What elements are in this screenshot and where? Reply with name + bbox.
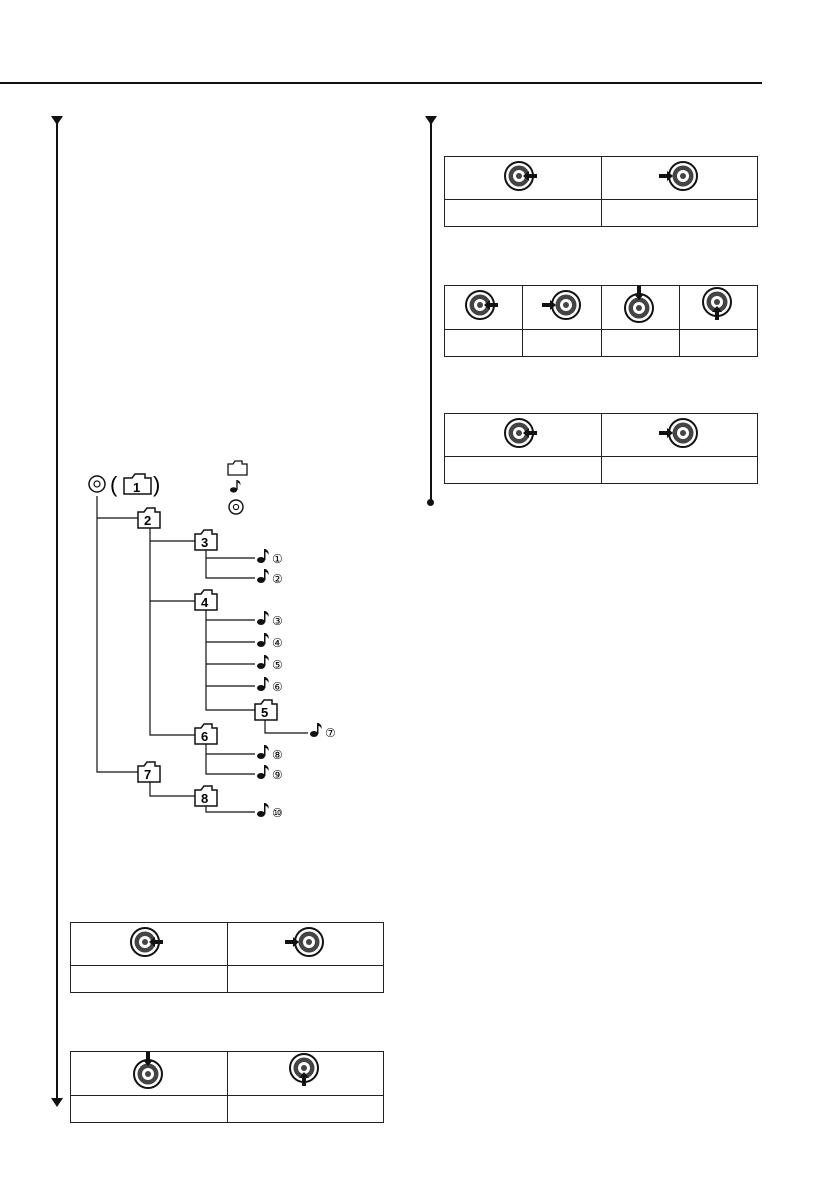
left1-label-0 bbox=[70, 965, 228, 993]
right-flow-line bbox=[430, 120, 432, 502]
right2-label-1 bbox=[522, 329, 602, 357]
right-control-table-2 bbox=[443, 285, 759, 357]
right3-label-1 bbox=[600, 456, 758, 484]
left-control-table-1 bbox=[70, 922, 384, 993]
folder-8-label: 8 bbox=[201, 791, 208, 806]
right1-cell-fwd bbox=[600, 156, 758, 200]
right-control-table-1 bbox=[444, 156, 758, 227]
track-3-number: ③ bbox=[272, 614, 283, 628]
right2-label-0 bbox=[443, 329, 524, 357]
right-flow-end-dot bbox=[427, 499, 434, 506]
track-1-number: ① bbox=[272, 552, 283, 566]
track-5: ⑤ bbox=[257, 655, 283, 672]
legend-folder-icon bbox=[227, 460, 248, 476]
root-disc-icon bbox=[88, 475, 106, 493]
left1-label-1 bbox=[226, 965, 384, 993]
folder-6-label: 6 bbox=[201, 729, 208, 744]
track-2-number: ② bbox=[272, 572, 283, 586]
track-9-number: ⑨ bbox=[272, 768, 283, 782]
track-9: ⑨ bbox=[257, 765, 283, 782]
right2-label-2 bbox=[600, 329, 680, 357]
folder-5-label: 5 bbox=[261, 705, 268, 720]
left2-label-1 bbox=[226, 1095, 384, 1123]
left-flow-line bbox=[56, 120, 58, 1100]
track-10-number: ⑩ bbox=[272, 806, 283, 820]
folder-7-label: 7 bbox=[144, 767, 151, 782]
track-4-number: ④ bbox=[272, 636, 283, 650]
right1-label-0 bbox=[444, 199, 602, 227]
track-3: ③ bbox=[257, 611, 283, 628]
left-control-table-2 bbox=[70, 1051, 384, 1123]
folder-2-label: 2 bbox=[144, 513, 151, 528]
header-rule bbox=[0, 82, 762, 84]
root-folder-label: 1 bbox=[133, 480, 140, 495]
track-1: ① bbox=[257, 549, 283, 566]
track-6: ⑥ bbox=[257, 677, 283, 694]
track-5-number: ⑤ bbox=[272, 658, 283, 672]
left2-cell-up bbox=[226, 1051, 384, 1096]
left2-label-0 bbox=[70, 1095, 228, 1123]
track-8-number: ⑧ bbox=[272, 748, 283, 762]
track-7: ⑦ bbox=[310, 723, 336, 740]
track-7-number: ⑦ bbox=[325, 726, 336, 740]
legend-disc-icon bbox=[228, 499, 244, 515]
right1-cell-back bbox=[444, 156, 602, 200]
right3-label-0 bbox=[444, 456, 602, 484]
root-open-paren: ( bbox=[110, 472, 118, 497]
track-6-number: ⑥ bbox=[272, 680, 283, 694]
right-control-table-3 bbox=[444, 413, 758, 484]
track-2: ② bbox=[257, 569, 283, 586]
root-folder bbox=[123, 473, 152, 495]
track-8: ⑧ bbox=[257, 745, 283, 762]
right1-label-1 bbox=[600, 199, 758, 227]
right2-label-3 bbox=[678, 329, 759, 357]
right3-cell-back bbox=[444, 413, 602, 457]
root-close-paren: ) bbox=[153, 472, 160, 497]
folder-4-label: 4 bbox=[201, 595, 209, 610]
legend-music-note-icon bbox=[230, 480, 241, 493]
left-flow-arrow-bottom bbox=[51, 1098, 63, 1107]
track-10: ⑩ bbox=[257, 803, 283, 820]
track-4: ④ bbox=[257, 633, 283, 650]
folder-3-label: 3 bbox=[201, 535, 208, 550]
